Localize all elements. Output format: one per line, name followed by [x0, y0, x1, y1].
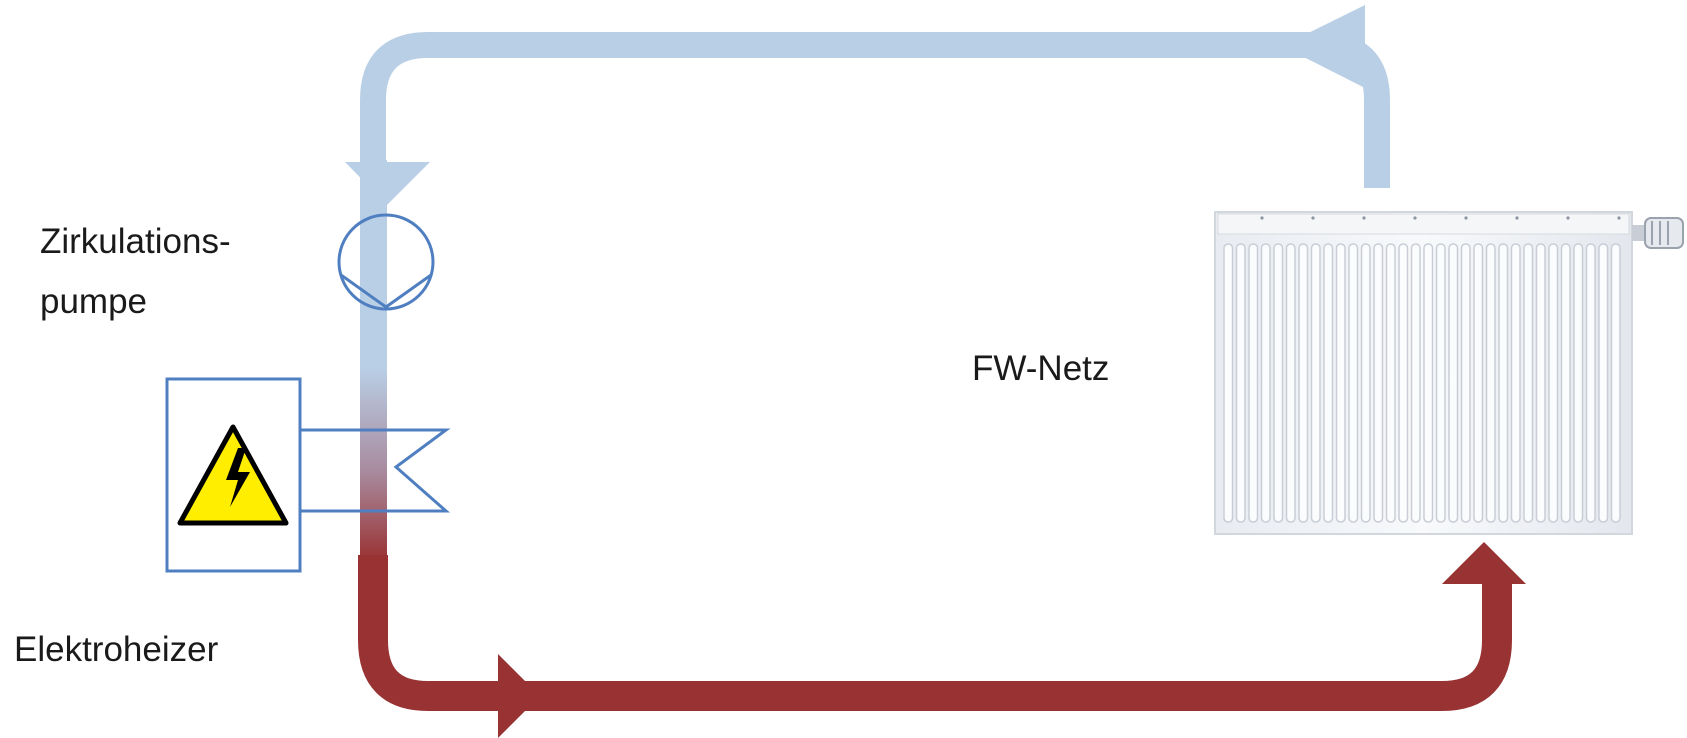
radiator-fin	[1498, 243, 1509, 523]
radiator-vent-dot	[1362, 216, 1366, 220]
hot-flow-arrow-right	[1442, 542, 1526, 584]
radiator-fin	[1523, 243, 1534, 523]
electric-heater-symbol	[165, 377, 451, 573]
radiator-fin	[1323, 243, 1334, 523]
radiator-vent-dot	[1617, 216, 1621, 220]
radiator-fin	[1573, 243, 1584, 523]
high-voltage-warning-icon	[177, 424, 289, 526]
radiator-fin	[1310, 243, 1321, 523]
radiator-fin	[1223, 243, 1234, 523]
cold-flow-arrow-top	[1282, 5, 1365, 88]
pump-label-line2: pumpe	[40, 282, 148, 321]
heater-label: Elektroheizer	[14, 630, 219, 669]
radiator-vent-dot	[1311, 216, 1315, 220]
radiator-fin	[1385, 243, 1396, 523]
radiator-fin	[1398, 243, 1409, 523]
cold-flow-arrow-left	[345, 162, 430, 205]
radiator-fin	[1373, 243, 1384, 523]
thermostatic-valve-icon	[1632, 217, 1684, 249]
radiator-fin	[1535, 243, 1546, 523]
radiator-fin	[1285, 243, 1296, 523]
cold-return-pipe	[360, 32, 1390, 188]
transition-pipe	[360, 160, 387, 560]
radiator-fin	[1610, 243, 1621, 523]
radiator-icon	[1214, 211, 1684, 535]
radiator-vent-dot	[1515, 216, 1519, 220]
circulation-pump-symbol	[337, 213, 435, 311]
radiator-fin	[1448, 243, 1459, 523]
radiator-fin	[1260, 243, 1271, 523]
radiator-fin	[1348, 243, 1359, 523]
radiator-fin	[1235, 243, 1246, 523]
radiator-fin	[1473, 243, 1484, 523]
radiator-fin	[1460, 243, 1471, 523]
pump-label-line1: Zirkulations-	[40, 222, 231, 261]
radiator-vent-dot	[1464, 216, 1468, 220]
hot-flow-arrow-bottom	[498, 654, 540, 738]
radiator-fin	[1335, 243, 1346, 523]
radiator-fin	[1548, 243, 1559, 523]
radiator-fin	[1360, 243, 1371, 523]
radiator-fin	[1410, 243, 1421, 523]
radiator-vent-dot	[1413, 216, 1417, 220]
radiator-fin	[1560, 243, 1571, 523]
radiator-fin	[1510, 243, 1521, 523]
network-label: FW-Netz	[972, 349, 1110, 388]
radiator-vent-dot	[1566, 216, 1570, 220]
radiator-fin	[1298, 243, 1309, 523]
radiator-fin	[1423, 243, 1434, 523]
hot-supply-pipe	[358, 555, 1512, 711]
radiator-fin	[1585, 243, 1596, 523]
radiator-fin	[1485, 243, 1496, 523]
radiator-vent-dot	[1260, 216, 1264, 220]
radiator-fin	[1273, 243, 1284, 523]
radiator-fin	[1598, 243, 1609, 523]
radiator-fin	[1248, 243, 1259, 523]
radiator-fin	[1435, 243, 1446, 523]
